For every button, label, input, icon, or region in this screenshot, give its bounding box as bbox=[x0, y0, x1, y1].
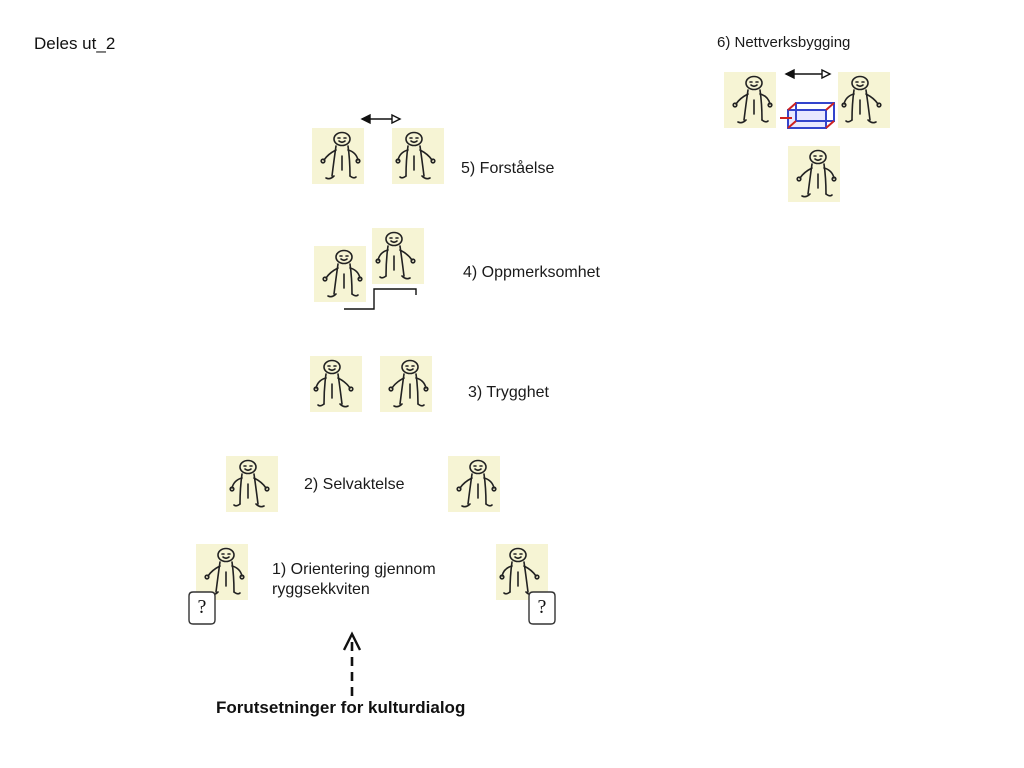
stick-figure-icon bbox=[788, 146, 840, 202]
stick-figure-icon bbox=[226, 456, 278, 512]
stick-figure-icon bbox=[312, 128, 364, 184]
network-box-icon bbox=[780, 102, 835, 129]
stick-figure-icon bbox=[314, 246, 366, 302]
step-5-label: 5) Forståelse bbox=[461, 160, 555, 177]
stick-figure-icon bbox=[196, 544, 248, 600]
step-1-label-line2: ryggsekkviten bbox=[272, 581, 370, 598]
step-6-label: 6) Nettverksbygging bbox=[717, 34, 851, 51]
stick-figure-icon bbox=[380, 356, 432, 412]
stick-figure-icon bbox=[724, 72, 776, 128]
question-badge: ? bbox=[188, 590, 216, 626]
step-1-label: 1) Orientering gjennom ryggsekkviten bbox=[272, 560, 502, 600]
stick-figure-icon bbox=[448, 456, 500, 512]
slide-title: Deles ut_2 bbox=[34, 34, 116, 53]
step-2-label: 2) Selvaktelse bbox=[304, 476, 405, 493]
step-1-label-line1: 1) Orientering gjennom bbox=[272, 561, 436, 578]
footer-caption: Forutsetninger for kulturdialog bbox=[216, 698, 466, 717]
question-badge: ? bbox=[528, 590, 556, 626]
stick-figure-icon bbox=[392, 128, 444, 184]
stick-figure-icon bbox=[496, 544, 548, 600]
step-4-label: 4) Oppmerksomhet bbox=[463, 264, 600, 281]
stick-figure-icon bbox=[838, 72, 890, 128]
step-3-label: 3) Trygghet bbox=[468, 384, 549, 401]
stick-figure-icon bbox=[310, 356, 362, 412]
stick-figure-icon bbox=[372, 228, 424, 284]
